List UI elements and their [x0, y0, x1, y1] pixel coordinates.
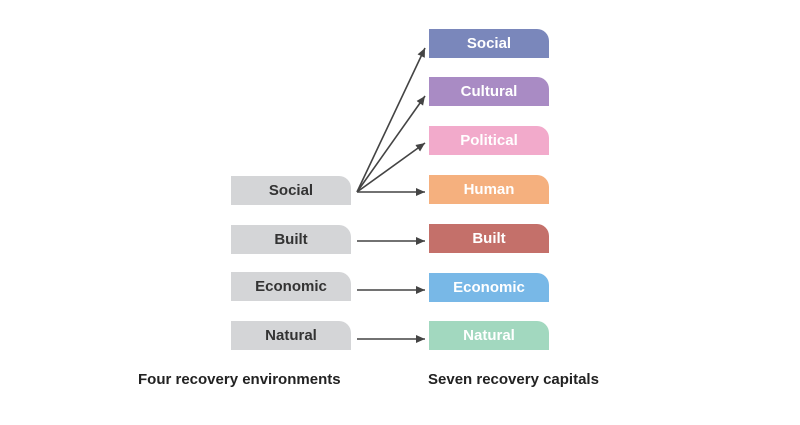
cap-label-social: Social	[466, 35, 512, 52]
cap-box-natural: Natural	[429, 321, 549, 350]
env-label-built: Built	[274, 231, 308, 248]
environments-caption: Four recovery environments	[138, 371, 341, 388]
arrow-social-to-political	[356, 142, 426, 193]
env-label-natural: Natural	[265, 327, 317, 344]
env-label-social: Social	[268, 182, 314, 199]
arrow-social-to-social	[356, 47, 426, 193]
cap-box-human: Human	[429, 175, 549, 204]
cap-label-cultural: Cultural	[460, 83, 518, 100]
arrow-group	[356, 47, 426, 343]
env-box-economic: Economic	[231, 272, 351, 301]
env-box-social: Social	[231, 176, 351, 205]
cap-label-economic: Economic	[453, 279, 525, 296]
env-label-economic: Economic	[255, 278, 327, 295]
cap-label-political: Political	[460, 132, 518, 149]
cap-box-economic: Economic	[429, 273, 549, 302]
env-box-natural: Natural	[231, 321, 351, 350]
cap-box-cultural: Cultural	[429, 77, 549, 106]
cap-label-natural: Natural	[463, 327, 515, 344]
cap-label-human: Human	[463, 181, 515, 198]
cap-label-built: Built	[472, 230, 506, 247]
cap-box-built: Built	[429, 224, 549, 253]
cap-box-political: Political	[429, 126, 549, 155]
cap-box-social: Social	[429, 29, 549, 58]
arrow-social-to-cultural	[356, 95, 426, 193]
capitals-caption: Seven recovery capitals	[428, 371, 599, 388]
env-box-built: Built	[231, 225, 351, 254]
